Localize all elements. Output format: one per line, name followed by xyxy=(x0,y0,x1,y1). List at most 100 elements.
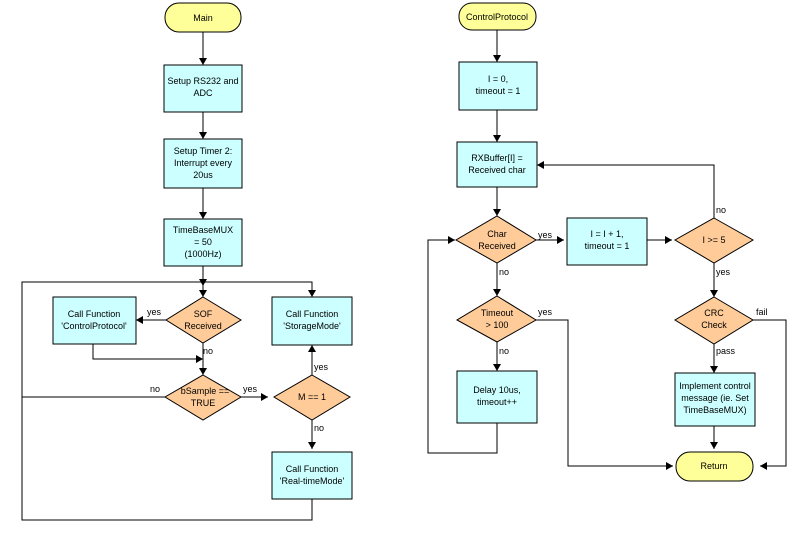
loop-back-line xyxy=(21,281,313,521)
node-label-line: (1000Hz) xyxy=(184,249,221,259)
call-storage-mode-node: Call Function 'StorageMode' xyxy=(271,296,353,346)
arrowhead xyxy=(199,212,207,219)
node-label-line: Implement control xyxy=(679,381,751,391)
branch-label-yes: yes xyxy=(147,307,162,317)
arrowhead xyxy=(493,135,501,142)
arrowhead xyxy=(136,316,143,324)
crc-check-decision: CRC Check xyxy=(674,296,754,345)
branch-label-no: no xyxy=(314,423,324,433)
node-label-line: I >= 5 xyxy=(702,235,725,245)
arrowhead xyxy=(493,55,501,62)
node-label-line: M == 1 xyxy=(298,392,326,402)
node-label-line: Check xyxy=(701,320,727,330)
connector xyxy=(92,344,203,360)
call-control-protocol-node: Call Function 'ControlProtocol' xyxy=(52,296,137,345)
arrowhead xyxy=(199,368,207,375)
node-label-line: Char xyxy=(487,229,507,239)
implement-control-node: Implement control message (ie. Set TimeB… xyxy=(674,372,756,427)
arrowhead xyxy=(493,209,501,216)
loop-back-line xyxy=(427,239,498,454)
arrowhead xyxy=(308,345,316,352)
branch-label-yes: yes xyxy=(716,267,731,277)
connector xyxy=(536,319,673,467)
i-ge-5-decision: I >= 5 xyxy=(673,217,755,264)
arrowhead xyxy=(760,462,767,470)
node-label-line: bSample == xyxy=(181,386,230,396)
arrowhead xyxy=(710,290,718,297)
connector xyxy=(753,319,787,467)
arrowheads xyxy=(136,55,767,470)
rx-buffer-node: RXBuffer[I] = Received char xyxy=(456,141,538,188)
branch-label-no: no xyxy=(150,384,160,394)
branch-label-no: no xyxy=(499,267,509,277)
control-protocol-start-node: ControlProtocol xyxy=(458,2,537,31)
arrowhead xyxy=(493,289,501,296)
node-label-line: Timeout xyxy=(481,308,514,318)
arrowhead xyxy=(199,290,207,297)
increment-node: I = I + 1, timeout = 1 xyxy=(566,217,648,266)
arrowhead xyxy=(666,462,673,470)
node-label-line: 'Real-timeMode' xyxy=(280,476,345,486)
m-equals-1-decision: M == 1 xyxy=(273,374,351,421)
node-label-line: Call Function xyxy=(286,309,339,319)
node-label-line: > 100 xyxy=(486,320,509,330)
control-protocol-flow: ControlProtocol I = 0, timeout = 1 RXBuf… xyxy=(454,2,768,482)
main-flow: Main Setup RS232 and ADC Setup Timer 2: … xyxy=(52,2,353,500)
call-realtime-mode-node: Call Function 'Real-timeMode' xyxy=(271,451,353,500)
connectors xyxy=(21,29,787,521)
node-label-line: TimeBaseMUX) xyxy=(683,405,746,415)
node-label-line: Received xyxy=(478,241,516,251)
node-label-line: RXBuffer[I] = xyxy=(471,153,523,163)
arrowhead xyxy=(261,393,268,401)
arrowhead xyxy=(199,279,207,286)
node-label-line: TimeBaseMUX xyxy=(173,225,233,235)
arrowhead xyxy=(665,236,672,244)
node-label-line: Interrupt every xyxy=(174,158,233,168)
setup-timer-node: Setup Timer 2: Interrupt every 20us xyxy=(163,138,243,189)
init-node: I = 0, timeout = 1 xyxy=(458,61,538,111)
sof-received-decision: SOF Received xyxy=(165,296,242,344)
node-label-line: Received char xyxy=(468,165,526,175)
arrowhead xyxy=(196,355,203,363)
node-label-line: Call Function xyxy=(286,464,339,474)
node-label: ControlProtocol xyxy=(466,12,528,22)
node-label-line: Delay 10us, xyxy=(473,385,521,395)
node-label-line: timeout = 1 xyxy=(476,86,521,96)
node-label-line: = 50 xyxy=(194,237,212,247)
node-label-line: timeout = 1 xyxy=(585,241,630,251)
arrowhead xyxy=(537,161,544,169)
branch-label-no: no xyxy=(203,346,213,356)
timebasemux-node: TimeBaseMUX = 50 (1000Hz) xyxy=(163,218,243,267)
connector xyxy=(537,164,715,218)
branch-label-yes: yes xyxy=(538,230,553,240)
arrowhead xyxy=(199,132,207,139)
node-label-line: 'StorageMode' xyxy=(283,321,341,331)
bsample-decision: bSample == TRUE xyxy=(164,374,242,421)
node-label-line: Setup Timer 2: xyxy=(174,146,233,156)
branch-label-yes: yes xyxy=(243,384,258,394)
node-label-line: CRC xyxy=(704,308,724,318)
branch-label-fail: fail xyxy=(756,307,768,317)
branch-label-pass: pass xyxy=(716,346,736,356)
node-label: Return xyxy=(700,461,727,471)
arrowhead xyxy=(308,442,316,449)
arrowhead xyxy=(308,290,316,297)
node-label-line: I = I + 1, xyxy=(590,229,623,239)
setup-rs232-node: Setup RS232 and ADC xyxy=(163,64,243,113)
node-label-line: ADC xyxy=(193,88,213,98)
branch-label-no: no xyxy=(499,346,509,356)
char-received-decision: Char Received xyxy=(454,215,537,264)
return-node: Return xyxy=(675,451,754,482)
node-label-line: I = 0, xyxy=(488,74,508,84)
node-label-line: Call Function xyxy=(68,309,121,319)
node-label-line: message (ie. Set xyxy=(681,393,749,403)
node-label: Main xyxy=(193,13,213,23)
delay-node: Delay 10us, timeout++ xyxy=(456,370,538,424)
node-label-line: TRUE xyxy=(191,398,216,408)
node-label-line: SOF xyxy=(194,309,213,319)
branch-label-no: no xyxy=(716,205,726,215)
arrowhead xyxy=(448,236,455,244)
node-label-line: Received xyxy=(184,321,222,331)
